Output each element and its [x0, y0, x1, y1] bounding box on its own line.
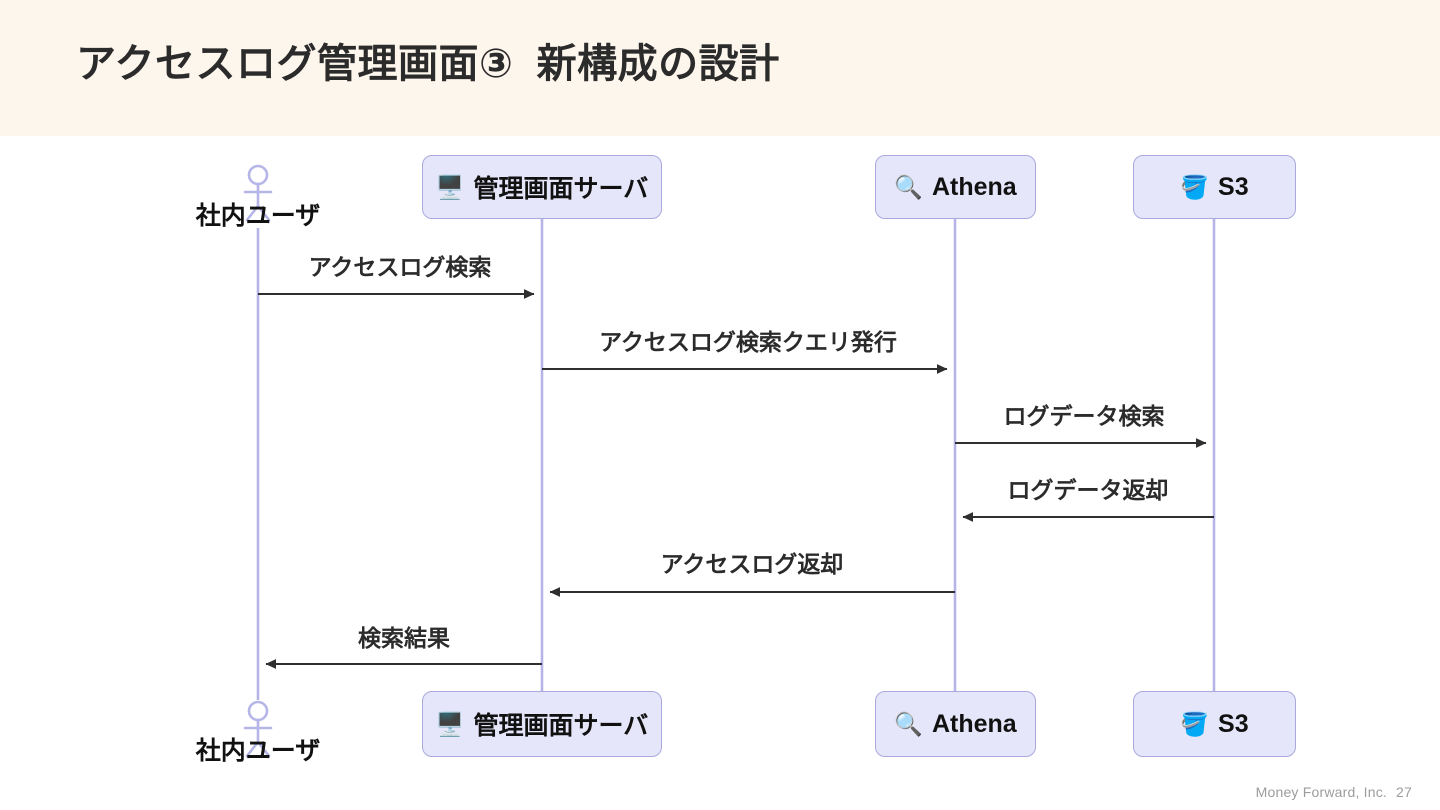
desktop-computer-icon: 🖥️	[435, 173, 465, 200]
bucket-icon: 🪣	[1180, 710, 1210, 737]
actor-stick-figure-top	[243, 164, 273, 222]
message-label-access-log-return: アクセスログ返却	[660, 551, 844, 577]
participant-box-athena-top[interactable]: 🔍 Athena	[875, 155, 1036, 219]
desktop-computer-icon: 🖥️	[435, 710, 465, 737]
participant-box-server-bottom[interactable]: 🖥️ 管理画面サーバ	[422, 691, 662, 757]
page-number: 27	[1396, 784, 1412, 800]
footer-company: Money Forward, Inc.	[1255, 784, 1388, 800]
message-label-search-result: 検索結果	[358, 625, 450, 651]
participant-box-s3-top[interactable]: 🪣 S3	[1133, 155, 1296, 219]
participant-label-s3: S3	[1218, 172, 1249, 201]
participant-label-user-bottom: 社内ユーザ	[195, 737, 321, 765]
participant-box-athena-bottom[interactable]: 🔍 Athena	[875, 691, 1036, 757]
magnifying-glass-icon: 🔍	[894, 173, 923, 200]
page-title: アクセスログ管理画面③ 新構成の設計	[76, 42, 780, 86]
participant-label-server: 管理画面サーバ	[473, 712, 649, 740]
participant-box-s3-bottom[interactable]: 🪣 S3	[1133, 691, 1296, 757]
footer: Money Forward, Inc. 27	[1256, 784, 1412, 800]
message-arrows	[258, 289, 1214, 669]
header-band	[0, 0, 1440, 136]
participant-label-server: 管理画面サーバ	[473, 175, 649, 203]
participant-label-athena: Athena	[931, 709, 1017, 738]
participant-label-s3: S3	[1218, 709, 1249, 738]
lifelines	[256, 219, 1216, 700]
participant-label-athena: Athena	[931, 172, 1017, 201]
bucket-icon: 🪣	[1180, 173, 1210, 200]
message-label-log-data-return: ログデータ返却	[1007, 477, 1169, 503]
participant-label-user-top: 社内ユーザ	[195, 202, 321, 230]
message-label-log-data-search: ログデータ検索	[1003, 403, 1165, 429]
message-label-access-log-search: アクセスログ検索	[308, 254, 492, 280]
magnifying-glass-icon: 🔍	[894, 710, 923, 737]
message-label-query-issue: アクセスログ検索クエリ発行	[599, 329, 897, 355]
actor-stick-figure-bottom	[243, 700, 273, 758]
participant-box-server-top[interactable]: 🖥️ 管理画面サーバ	[422, 155, 662, 219]
